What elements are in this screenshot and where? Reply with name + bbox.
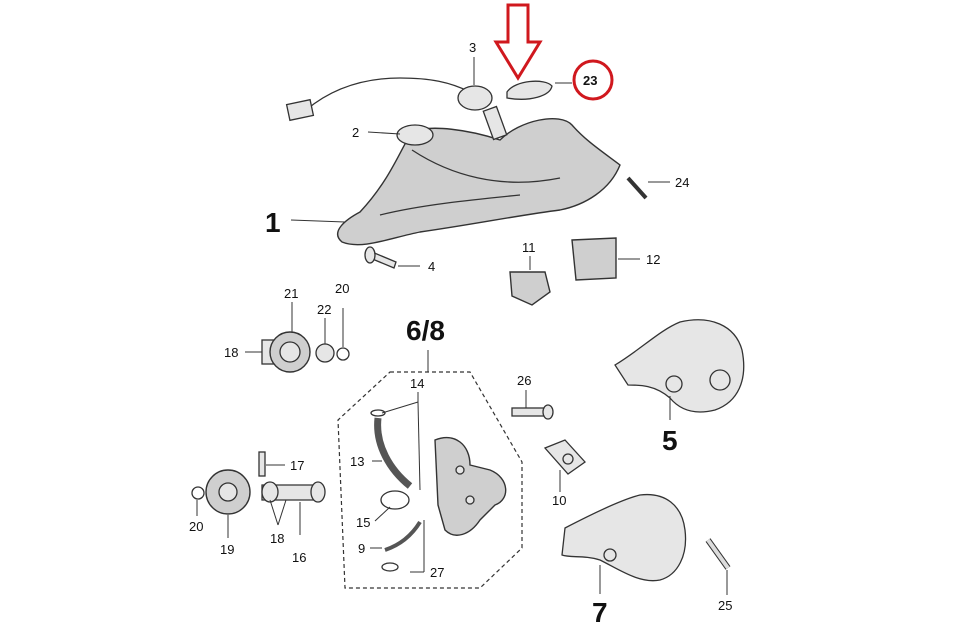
label-18-lower: 18 xyxy=(270,531,284,546)
ring-20-lower xyxy=(191,486,205,500)
label-11: 11 xyxy=(522,240,536,255)
bolt-26 xyxy=(511,404,554,420)
oil-tank-assembly xyxy=(285,3,648,306)
part-23 xyxy=(506,80,553,100)
tank-cap xyxy=(396,124,434,146)
label-21: 21 xyxy=(284,286,298,301)
highlight-circle xyxy=(572,59,614,101)
washer-22 xyxy=(315,343,335,363)
upper-gear-assembly xyxy=(261,331,350,373)
label-17: 17 xyxy=(290,458,304,473)
label-20-lower: 20 xyxy=(189,519,203,534)
ring-20-upper xyxy=(336,347,350,361)
sensor-wire xyxy=(305,77,471,111)
label-16: 16 xyxy=(292,550,306,565)
label-4: 4 xyxy=(428,259,435,274)
label-26: 26 xyxy=(517,373,531,388)
filler-neck xyxy=(482,105,508,141)
label-6-8: 6/8 xyxy=(406,315,445,346)
filler-cap xyxy=(457,85,493,111)
part-labels: 1 2 3 4 5 6/8 7 9 10 11 12 13 14 15 16 1… xyxy=(189,40,732,628)
oil-tank xyxy=(336,118,621,246)
label-5: 5 xyxy=(662,425,678,456)
label-12: 12 xyxy=(646,252,660,267)
clip-27 xyxy=(381,562,399,572)
label-9: 9 xyxy=(358,541,365,556)
label-25: 25 xyxy=(718,598,732,613)
bolt-24 xyxy=(626,176,648,200)
label-13: 13 xyxy=(350,454,364,469)
lower-gear-assembly xyxy=(191,451,326,515)
label-2: 2 xyxy=(352,125,359,140)
leader-lines xyxy=(196,57,728,595)
label-3: 3 xyxy=(469,40,476,55)
highlight-arrow xyxy=(493,3,543,81)
label-18-upper: 18 xyxy=(224,345,238,360)
bolt-25 xyxy=(705,538,731,570)
label-19: 19 xyxy=(220,542,234,557)
pin-17 xyxy=(258,451,266,477)
oil-pump-assembly xyxy=(337,371,523,589)
cover-5 xyxy=(614,319,745,413)
label-22: 22 xyxy=(317,302,331,317)
label-15: 15 xyxy=(356,515,370,530)
label-20-upper: 20 xyxy=(335,281,349,296)
label-7: 7 xyxy=(592,597,608,628)
wire-connector xyxy=(285,98,315,122)
part-12 xyxy=(571,237,617,281)
label-1: 1 xyxy=(265,207,281,238)
pump-group-outline xyxy=(337,371,523,589)
label-24: 24 xyxy=(675,175,689,190)
hose-9 xyxy=(384,520,422,552)
cover-7 xyxy=(561,493,687,582)
part-11 xyxy=(509,271,551,306)
label-27: 27 xyxy=(430,565,444,580)
label-10: 10 xyxy=(552,493,566,508)
pump-body xyxy=(434,437,507,536)
ring-15 xyxy=(380,490,410,510)
label-14: 14 xyxy=(410,376,424,391)
label-23: 23 xyxy=(583,73,597,88)
part-10 xyxy=(543,439,586,475)
hose-13 xyxy=(374,417,413,489)
